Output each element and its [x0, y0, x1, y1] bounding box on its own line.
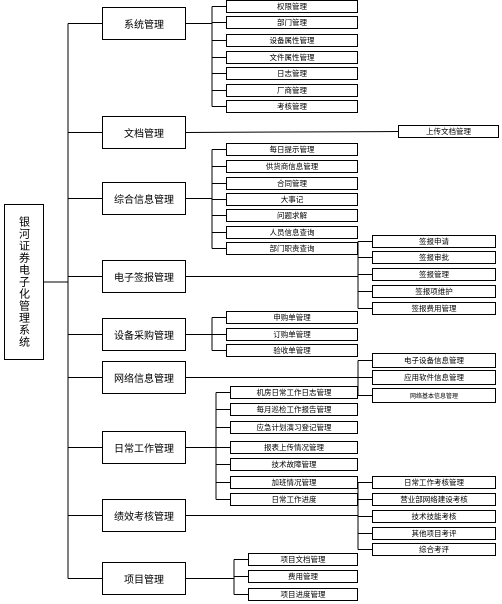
- leaf-node: 日常工作进度: [230, 493, 358, 506]
- leaf-node: 上传文档管理: [398, 125, 499, 138]
- leaf-node: 加班情况管理: [230, 476, 358, 489]
- module-project-management: 项目管理: [102, 562, 186, 595]
- module-daily-work-management: 日常工作管理: [102, 431, 186, 464]
- leaf-node: 日志管理: [226, 67, 358, 80]
- leaf-node: 每月巡检工作报告管理: [230, 403, 358, 416]
- leaf-node: 技术故障管理: [230, 458, 358, 471]
- leaf-node: 营业部网络建设考核: [372, 493, 496, 506]
- leaf-node: 报表上传情况管理: [230, 441, 358, 454]
- leaf-node: 部门职责查询: [226, 242, 358, 255]
- module-equipment-purchase-management: 设备采购管理: [102, 318, 186, 351]
- leaf-node: 验收单管理: [226, 344, 358, 357]
- module-performance-management: 绩效考核管理: [102, 499, 186, 532]
- leaf-node: 应用软件信息管理: [372, 370, 496, 385]
- leaf-node: 签报项维护: [372, 285, 496, 298]
- leaf-node: 每日提示管理: [226, 143, 358, 156]
- leaf-node: 供货商信息管理: [226, 160, 358, 173]
- leaf-node: 签报费用管理: [372, 302, 496, 315]
- leaf-node: 订购单管理: [226, 328, 358, 341]
- leaf-node: 考核管理: [226, 100, 358, 113]
- leaf-node: 合同管理: [226, 177, 358, 190]
- leaf-node: 其他项目考评: [372, 527, 496, 540]
- leaf-node: 人员信息查询: [226, 226, 358, 239]
- leaf-node: 问题求解: [226, 209, 358, 222]
- leaf-node: 权限管理: [226, 0, 358, 13]
- leaf-node: 技术技能考核: [372, 510, 496, 523]
- leaf-node: 申购单管理: [226, 311, 358, 324]
- leaf-node: 网络基本信息管理: [372, 388, 496, 403]
- leaf-node: 机房日常工作日志管理: [230, 386, 358, 399]
- module-e-signing-management: 电子签报管理: [102, 260, 186, 293]
- leaf-node: 日常工作考核管理: [372, 476, 496, 489]
- leaf-node: 项目进度管理: [248, 588, 358, 601]
- leaf-node: 电子设备信息管理: [372, 353, 496, 368]
- leaf-node: 应急计划演习登记管理: [230, 421, 358, 434]
- leaf-node: 签报审批: [372, 251, 496, 264]
- leaf-node: 项目文档管理: [248, 553, 358, 566]
- module-integrated-info-management: 综合信息管理: [102, 182, 186, 215]
- leaf-node: 部门管理: [226, 16, 358, 29]
- leaf-node: 综合考评: [372, 543, 496, 556]
- leaf-node: 厂商管理: [226, 84, 358, 97]
- module-document-management: 文档管理: [102, 116, 186, 149]
- leaf-node: 设备属性管理: [226, 34, 358, 47]
- module-network-info-management: 网络信息管理: [102, 361, 186, 394]
- leaf-node: 费用管理: [248, 570, 358, 583]
- leaf-node: 签报申请: [372, 235, 496, 248]
- module-system-management: 系统管理: [102, 7, 186, 40]
- root-node: 银河证券电子化管理系统: [4, 204, 44, 360]
- leaf-node: 签报管理: [372, 268, 496, 281]
- leaf-node: 文件属性管理: [226, 51, 358, 64]
- connector-line: [185, 131, 399, 133]
- leaf-node: 大事记: [226, 193, 358, 206]
